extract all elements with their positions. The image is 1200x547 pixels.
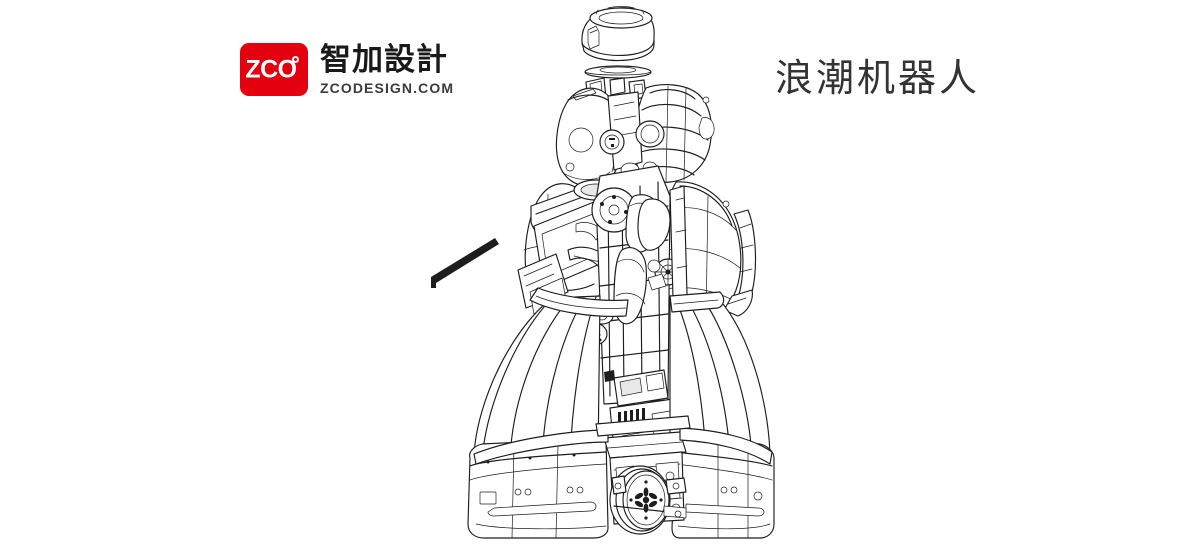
right-head-shell: [633, 84, 715, 183]
zco-logo-mark: ZCO: [240, 43, 308, 96]
left-skirt-panel: [473, 295, 601, 461]
brand-wordmark: 智加設計 ZCODESIGN.COM: [320, 43, 454, 95]
neck-disc: [584, 65, 652, 79]
company-name-cn: 智加設計: [320, 42, 448, 78]
base-top-bars: [473, 415, 773, 465]
right-arm-rail: [723, 209, 757, 317]
brand-logo[interactable]: ZCO 智加設計 ZCODESIGN.COM: [240, 43, 454, 96]
robot-line-drawing: [431, 6, 775, 539]
shoulder-collar: [529, 287, 725, 317]
suspension-linkage: [611, 475, 687, 519]
leader-pointer-line: [431, 238, 499, 288]
zco-logo-text: ZCO: [245, 55, 297, 83]
drive-wheel: [609, 465, 671, 535]
torso-internal-frame: [580, 165, 697, 451]
wheel-hub-icon: [634, 487, 658, 513]
robot-illustration: [418, 0, 778, 547]
head-sensor-module: [581, 6, 655, 62]
project-title: 浪潮机器人: [775, 56, 981, 100]
company-domain: ZCODESIGN.COM: [320, 79, 455, 96]
degree-circle-icon: [292, 56, 299, 63]
